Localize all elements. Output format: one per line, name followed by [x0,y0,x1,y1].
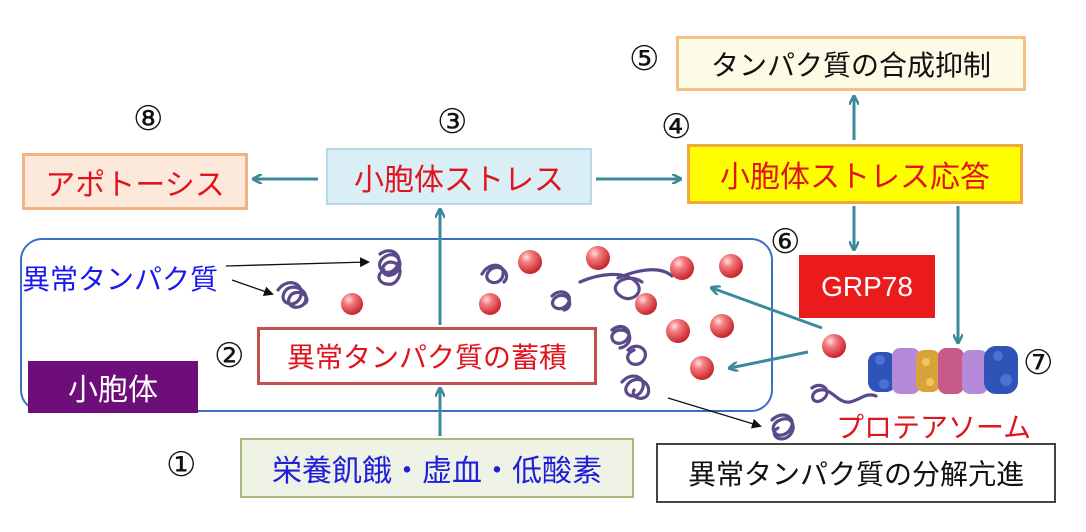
misfolded-accumulation-box: 異常タンパク質の蓄積 [257,327,597,385]
protein-awaiting-degradation [770,413,795,441]
grp78-ball [586,246,610,270]
er-stress-box: 小胞体ストレス [326,148,592,205]
step-6-number: ⑥ [770,222,801,262]
step-4-number: ④ [661,107,692,147]
misfolded-protein-8 [626,344,648,366]
abnormal-protein-label: 異常タンパク質 [22,263,219,296]
step-5-number: ⑤ [629,39,660,79]
arrow-proteasome-to-er [730,350,809,368]
misfolded-protein-3 [480,263,509,285]
apoptosis-box: アポトーシス [22,153,248,210]
misfolded-protein-1 [276,281,309,309]
endoplasmic-reticulum-label: 小胞体 [28,361,198,413]
degrading-protein [810,383,878,404]
arrow-grp78-to-er [712,288,823,330]
step-2-number: ② [214,336,245,376]
step-8-number: ⑧ [133,99,164,139]
grp78-ball [690,356,714,380]
protein-synthesis-suppression-box: タンパク質の合成抑制 [676,36,1026,91]
grp78-box: GRP78 [799,255,935,318]
er-stress-response-box: 小胞体ストレス応答 [687,144,1023,204]
grp78-ball [719,254,743,278]
er-region-outline [20,238,773,412]
step-7-number: ⑦ [1023,343,1054,383]
grp78-ball [666,319,690,343]
pointer-to-degraded-protein [667,397,762,429]
misfolded-protein-4 [550,290,572,312]
degradation-enhancement-box: 異常タンパク質の分解亢進 [656,443,1056,503]
misfolded-protein-2 [377,249,402,286]
grp78-ball [635,293,657,315]
misfolded-protein-6 [616,268,674,280]
step-3-number: ③ [437,102,468,142]
proteasome-label: プロテアソーム [836,411,1032,444]
step-1-number: ① [166,445,197,485]
grp78-ball [518,250,542,274]
grp78-ball [710,314,734,338]
misfolded-protein-7 [610,324,632,350]
proteasome-graphic [868,346,1018,394]
misfolded-protein-9 [620,374,651,400]
grp78-ball [479,293,501,315]
pointer-label-to-protein-1 [225,257,370,268]
misfolded-protein-5 [578,272,644,301]
grp78-ball [341,293,363,315]
pointer-label-to-protein-2 [231,279,274,297]
starvation-ischemia-hypoxia-box: 栄養飢餓・虚血・低酸素 [240,438,634,498]
grp78-ball [822,334,846,358]
grp78-ball [670,256,694,280]
